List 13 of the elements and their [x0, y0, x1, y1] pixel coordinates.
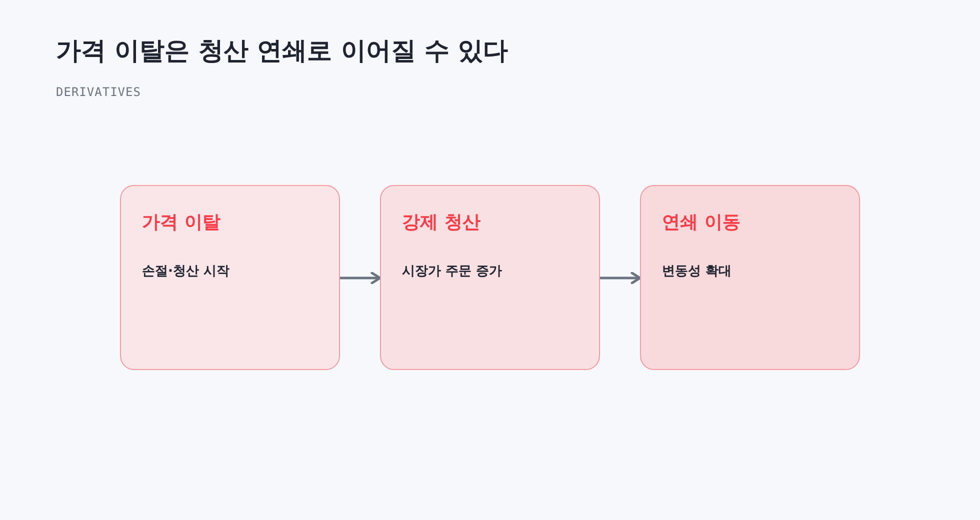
box-heading: 강제 청산 — [402, 211, 480, 234]
diagram-title: 가격 이탈은 청산 연쇄로 이어질 수 있다 — [56, 35, 508, 67]
process-box — [640, 185, 860, 370]
process-box — [380, 185, 600, 370]
box-heading: 연쇄 이동 — [662, 211, 740, 234]
arrow — [340, 272, 382, 284]
process-box — [120, 185, 340, 370]
box-text: 시장가 주문 증가 — [402, 263, 502, 280]
box-text: 변동성 확대 — [662, 263, 732, 280]
arrow — [600, 272, 642, 284]
box-text: 손절·청산 시작 — [142, 263, 230, 280]
box-heading: 가격 이탈 — [142, 211, 220, 234]
subtitle-label: DERIVATIVES — [56, 85, 141, 99]
